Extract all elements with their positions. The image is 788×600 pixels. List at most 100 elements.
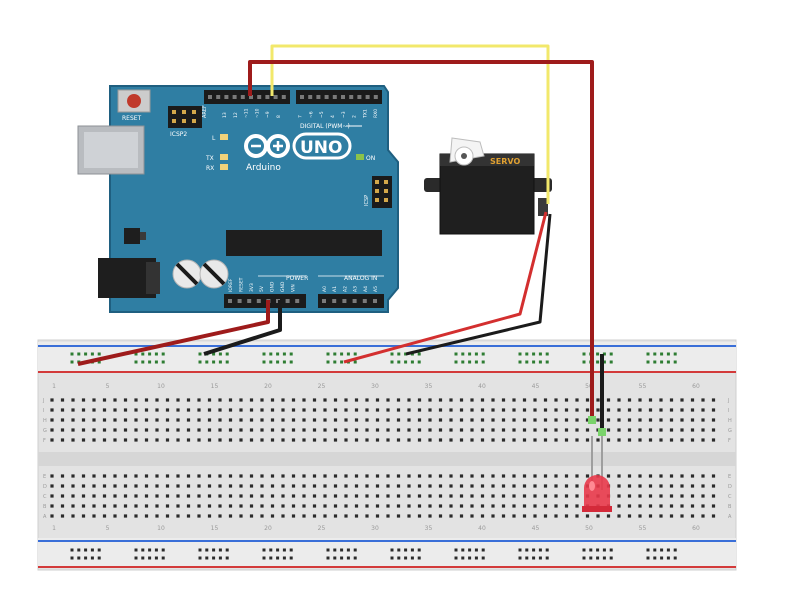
row-letter-right: D <box>728 484 732 490</box>
breadboard-hole <box>554 438 558 442</box>
breadboard-hole <box>575 408 579 412</box>
header-pin <box>237 299 242 303</box>
regulator-tab <box>140 232 146 240</box>
breadboard-hole <box>144 408 149 412</box>
breadboard-hole <box>71 514 75 518</box>
breadboard-hole <box>501 474 506 478</box>
breadboard-hole <box>701 504 705 508</box>
breadboard-hole <box>711 398 716 402</box>
icsp2-label: ICSP2 <box>170 131 187 138</box>
breadboard-hole <box>533 474 537 478</box>
breadboard-hole <box>333 514 338 518</box>
breadboard-hole <box>512 504 516 508</box>
breadboard-hole <box>354 428 359 432</box>
breadboard-hole <box>396 428 401 432</box>
rail-hole <box>70 360 74 364</box>
breadboard-hole <box>239 438 243 442</box>
breadboard-hole <box>218 398 222 402</box>
rail-hole <box>481 548 485 552</box>
breadboard-hole <box>218 474 222 478</box>
breadboard-hole <box>386 484 390 488</box>
row-letter-right: I <box>728 408 729 414</box>
breadboard-hole <box>638 418 642 422</box>
breadboard-hole <box>375 418 380 422</box>
breadboard-hole <box>71 504 75 508</box>
breadboard-hole <box>606 418 611 422</box>
rail-hole <box>218 360 222 364</box>
breadboard-hole <box>375 504 380 508</box>
uno-label: UNO <box>300 138 342 158</box>
breadboard-hole <box>596 438 600 442</box>
breadboard-hole <box>648 418 653 422</box>
breadboard-hole <box>354 514 359 518</box>
breadboard-hole <box>239 408 243 412</box>
breadboard-hole <box>113 408 117 412</box>
breadboard-hole <box>134 428 138 432</box>
breadboard-hole <box>533 484 537 488</box>
breadboard-hole <box>449 438 453 442</box>
breadboard-hole <box>512 514 516 518</box>
breadboard-hole <box>554 494 558 498</box>
breadboard-hole <box>312 474 317 478</box>
breadboard-hole <box>228 484 233 488</box>
breadboard-hole <box>407 474 411 478</box>
breadboard-hole <box>50 408 54 412</box>
led-rx-label: RX <box>206 165 214 172</box>
breadboard-hole <box>375 438 380 442</box>
breadboard-hole <box>617 428 621 432</box>
breadboard-hole <box>176 494 180 498</box>
breadboard-hole <box>564 474 569 478</box>
breadboard-hole <box>218 514 222 518</box>
breadboard-hole <box>323 438 327 442</box>
breadboard-hole <box>543 514 548 518</box>
breadboard-hole <box>102 484 107 488</box>
breadboard-hole <box>491 408 495 412</box>
breadboard-hole <box>186 494 191 498</box>
breadboard-hole <box>134 484 138 488</box>
breadboard-hole <box>365 438 369 442</box>
breadboard-hole <box>638 408 642 412</box>
servo-wire-connector <box>538 198 548 216</box>
breadboard-hole <box>522 428 527 432</box>
rail-hole <box>225 352 229 356</box>
breadboard-hole <box>617 494 621 498</box>
rail-hole <box>545 548 549 552</box>
breadboard-hole <box>291 408 296 412</box>
breadboard-hole <box>428 418 432 422</box>
rail-hole <box>518 548 522 552</box>
breadboard-hole <box>680 398 684 402</box>
breadboard-hole <box>218 438 222 442</box>
breadboard-hole <box>323 418 327 422</box>
icsp2-pin <box>192 119 196 123</box>
breadboard-hole <box>396 408 401 412</box>
breadboard-hole <box>260 474 264 478</box>
breadboard-hole <box>354 504 359 508</box>
breadboard-hole <box>711 514 716 518</box>
breadboard-hole <box>554 428 558 432</box>
rail-hole <box>212 548 216 552</box>
breadboard-hole <box>449 418 453 422</box>
red-led <box>582 436 612 512</box>
analog-header <box>318 294 384 308</box>
column-number-top: 20 <box>264 383 272 390</box>
rail-hole <box>90 556 94 560</box>
rail-hole <box>397 360 401 364</box>
breadboard-hole <box>669 438 674 442</box>
breadboard-hole <box>512 438 516 442</box>
breadboard-hole <box>501 418 506 422</box>
rail-hole <box>218 352 222 356</box>
breadboard-hole <box>165 514 170 518</box>
breadboard-hole <box>554 514 558 518</box>
breadboard-hole <box>81 514 86 518</box>
breadboard-hole <box>228 504 233 508</box>
rail-hole <box>70 548 74 552</box>
breadboard-hole <box>375 428 380 432</box>
breadboard-hole <box>438 398 443 402</box>
breadboard-hole <box>155 514 159 518</box>
breadboard-hole <box>60 428 65 432</box>
rail-hole <box>417 352 421 356</box>
rail-hole <box>545 360 549 364</box>
breadboard-hole <box>218 494 222 498</box>
breadboard-hole <box>596 398 600 402</box>
rail-hole <box>582 548 586 552</box>
